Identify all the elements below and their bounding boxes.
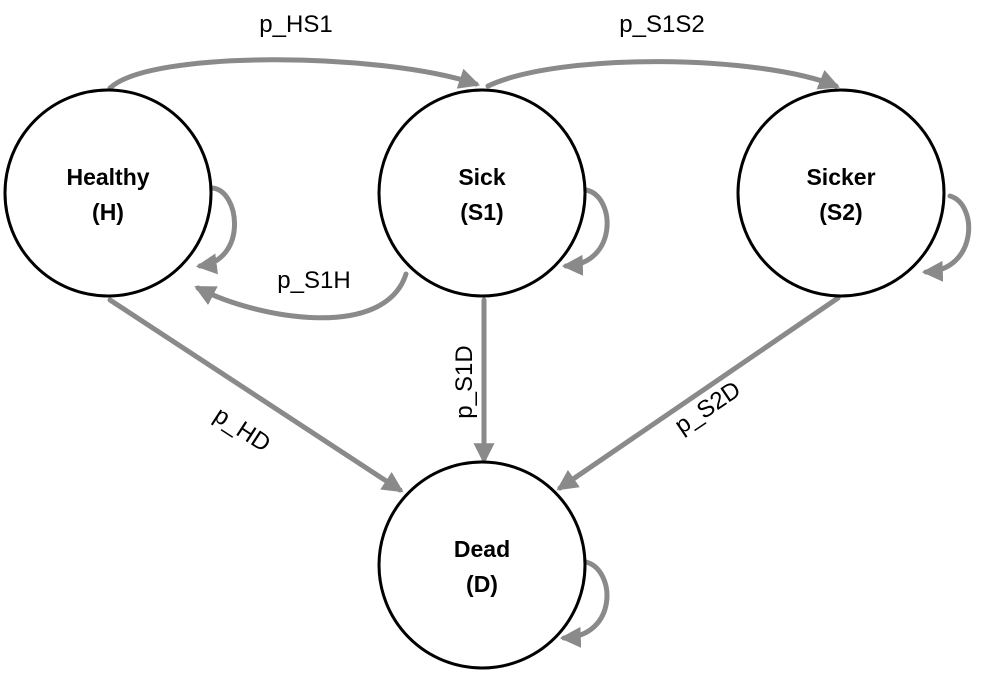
state-dead: Dead (D) [377,460,587,670]
edge-label-hs1: p_HS1 [259,11,332,38]
state-sick: Sick (S1) [377,88,587,298]
self-loop-sick [561,187,610,276]
state-sicker-code: (S2) [819,199,862,225]
state-healthy: Healthy (H) [3,88,213,298]
edge-healthy-to-dead [107,297,404,493]
edge-label-s1d: p_S1D [451,345,478,418]
edge-sicker-to-dead [556,295,841,491]
edge-sick-to-sicker [485,59,840,90]
state-sick-name: Sick [458,164,506,190]
state-sicker: Sicker (S2) [736,88,946,298]
edge-sick-to-healthy [194,271,409,321]
self-loop-sicker [921,193,972,282]
state-healthy-code: (H) [92,199,124,225]
state-sicker-name: Sicker [806,164,875,190]
state-dead-name: Dead [454,536,510,562]
edge-label-s1s2: p_S1S2 [619,11,704,38]
self-loop-dead [559,559,610,648]
self-loop-healthy [195,185,237,275]
state-healthy-name: Healthy [66,164,149,190]
edge-label-s1h: p_S1H [277,267,350,294]
edge-healthy-to-sick [107,57,480,91]
state-sick-code: (S1) [460,199,503,225]
state-dead-code: (D) [466,571,498,597]
edge-label-hd: p_HD [209,402,275,458]
